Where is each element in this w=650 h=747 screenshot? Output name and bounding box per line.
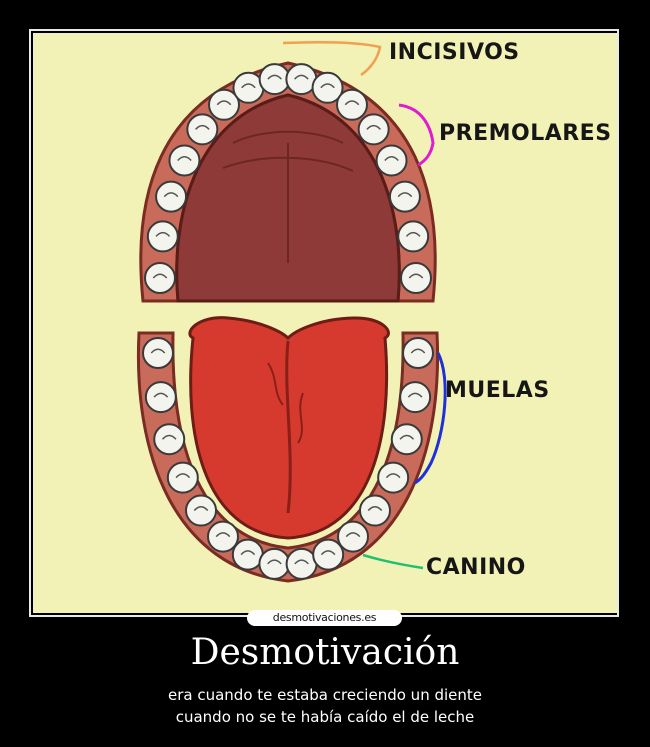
tooth-groove bbox=[241, 83, 256, 89]
tooth-groove bbox=[175, 473, 191, 479]
tooth bbox=[311, 71, 344, 104]
tooth bbox=[377, 461, 410, 494]
label-incisivos: INCISIVOS bbox=[389, 40, 520, 65]
tooth-groove bbox=[177, 155, 192, 161]
tooth bbox=[144, 381, 177, 414]
tooth-groove bbox=[193, 506, 209, 512]
tooth-groove bbox=[408, 273, 424, 279]
canino-pointer bbox=[362, 553, 424, 570]
tooth bbox=[153, 423, 186, 456]
tooth bbox=[144, 262, 176, 294]
tooth-groove bbox=[294, 559, 309, 565]
tooth-groove bbox=[267, 74, 282, 80]
tooth-groove bbox=[385, 473, 401, 479]
tooth-groove bbox=[240, 550, 256, 556]
caption-line-1: era cuando te estaba creciendo un diente bbox=[168, 686, 482, 704]
tooth-groove bbox=[161, 434, 177, 440]
tooth bbox=[231, 538, 264, 571]
upper-arch bbox=[139, 61, 437, 303]
tooth-groove bbox=[155, 231, 171, 237]
tooth-groove bbox=[344, 100, 360, 106]
tooth bbox=[146, 220, 179, 253]
poster-title: Desmotivación bbox=[190, 632, 460, 673]
caption-line-2: cuando no se te había caído el de leche bbox=[175, 708, 475, 726]
incisivos-pointer bbox=[282, 40, 382, 77]
tooth-groove bbox=[345, 532, 361, 538]
tooth bbox=[390, 423, 423, 456]
tooth-groove bbox=[152, 273, 168, 279]
label-muelas: MUELAS bbox=[445, 378, 550, 403]
tooth-groove bbox=[399, 434, 415, 440]
tooth-groove bbox=[320, 83, 335, 89]
poster-image: INCISIVOS PREMOLARES MUELAS CANINO bbox=[33, 33, 617, 613]
tooth-groove bbox=[397, 192, 413, 198]
tooth bbox=[402, 337, 434, 369]
tooth-groove bbox=[320, 550, 336, 556]
tooth-groove bbox=[410, 348, 426, 354]
label-premolares: PREMOLARES bbox=[439, 121, 612, 146]
watermark: desmotivaciones.es bbox=[247, 610, 402, 626]
tooth bbox=[142, 337, 174, 369]
tooth bbox=[185, 494, 218, 527]
tooth-groove bbox=[294, 74, 309, 80]
tooth bbox=[357, 113, 390, 146]
poster-caption: era cuando te estaba creciendo un diente… bbox=[0, 684, 650, 728]
tooth-groove bbox=[405, 231, 421, 237]
tooth-groove bbox=[366, 124, 381, 130]
tooth bbox=[312, 538, 345, 571]
tooth-groove bbox=[267, 559, 282, 565]
tooth-groove bbox=[150, 348, 166, 354]
tooth bbox=[397, 220, 430, 253]
tooth bbox=[358, 494, 391, 527]
tooth bbox=[258, 547, 291, 580]
label-canino: CANINO bbox=[426, 555, 526, 580]
muelas-pointer bbox=[414, 352, 447, 485]
dental-arches-illustration bbox=[136, 40, 447, 583]
tooth-groove bbox=[163, 192, 179, 198]
lower-arch bbox=[136, 316, 440, 583]
tooth bbox=[336, 88, 368, 121]
tooth bbox=[208, 88, 240, 121]
tooth-groove bbox=[153, 392, 169, 398]
tooth bbox=[337, 520, 369, 553]
tooth bbox=[258, 63, 291, 96]
tooth-groove bbox=[195, 124, 210, 130]
tooth-groove bbox=[216, 100, 232, 106]
tooth bbox=[186, 113, 219, 146]
tooth bbox=[375, 144, 408, 177]
tooth-groove bbox=[367, 506, 383, 512]
tooth bbox=[155, 180, 188, 213]
tooth bbox=[168, 144, 201, 177]
tooth bbox=[399, 381, 432, 414]
tooth bbox=[388, 180, 421, 213]
tooth-groove bbox=[215, 532, 231, 538]
tooth bbox=[285, 547, 318, 580]
tooth bbox=[207, 520, 239, 553]
tooth bbox=[166, 461, 199, 494]
tooth-groove bbox=[407, 392, 423, 398]
tooth bbox=[400, 262, 432, 294]
premolares-pointer bbox=[398, 103, 435, 167]
tooth-groove bbox=[384, 155, 399, 161]
